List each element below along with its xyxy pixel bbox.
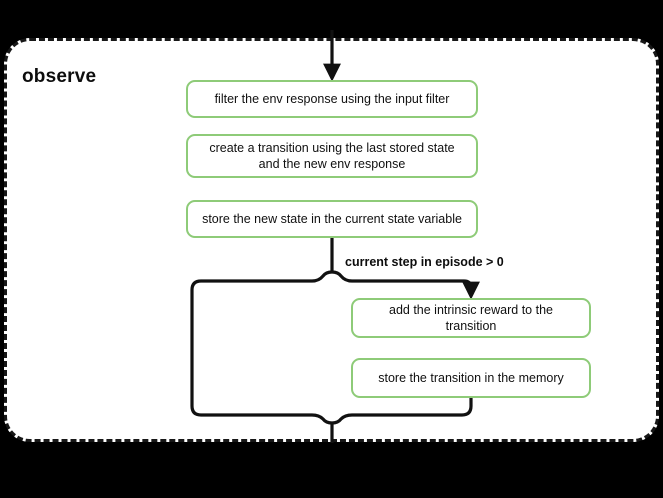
node-add-intrinsic-reward[interactable]: add the intrinsic reward to the transiti… [351, 298, 591, 338]
node-label: store the transition in the memory [378, 370, 564, 385]
branch-condition-label: current step in episode > 0 [345, 255, 504, 269]
node-filter-env-response[interactable]: filter the env response using the input … [186, 80, 478, 118]
node-store-new-state[interactable]: store the new state in the current state… [186, 200, 478, 238]
node-label: create a transition using the last store… [209, 140, 455, 172]
node-create-transition[interactable]: create a transition using the last store… [186, 134, 478, 178]
group-title: observe [22, 66, 97, 87]
node-store-transition-memory[interactable]: store the transition in the memory [351, 358, 591, 398]
node-label: store the new state in the current state… [202, 211, 462, 226]
node-label: add the intrinsic reward to the transiti… [389, 302, 553, 334]
node-label: filter the env response using the input … [214, 91, 450, 106]
